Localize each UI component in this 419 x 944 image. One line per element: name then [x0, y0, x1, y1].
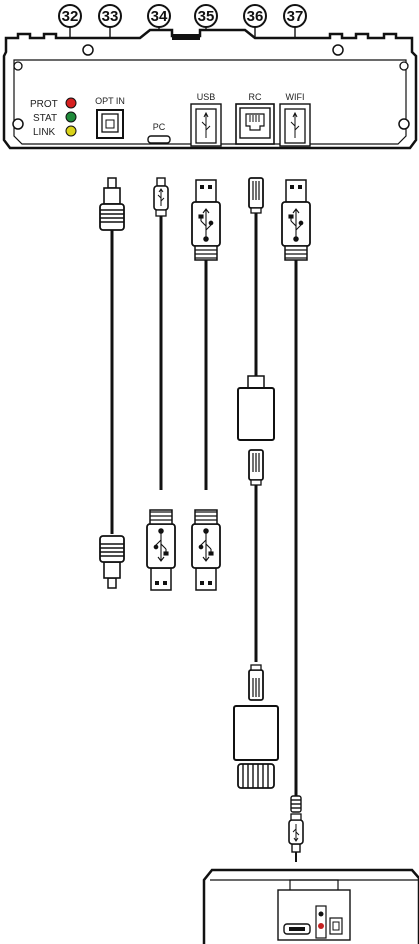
port-label-wifi: WIFI [286, 92, 305, 102]
port-rc: RC [235, 92, 275, 145]
callout-36-number: 36 [247, 8, 264, 25]
port-label-pc: PC [153, 122, 166, 132]
led-prot-icon [65, 97, 77, 109]
wifi-module-led-icon [318, 911, 324, 917]
led-link-icon [65, 125, 77, 137]
rj-coupler [237, 375, 275, 441]
led-label-stat: STAT [33, 113, 57, 124]
wifi-module-led-icon [318, 923, 324, 929]
optical-cable [99, 177, 125, 589]
toslink-plug-icon [99, 177, 125, 231]
port-usb: USB [190, 92, 222, 147]
port-label-usb: USB [197, 92, 216, 102]
rc-cable [233, 177, 279, 789]
port-wifi: WIFI [279, 92, 311, 147]
usb-symbol-icon [281, 179, 311, 261]
micro-usb-plug-icon [153, 177, 169, 217]
callout-32-number: 32 [62, 8, 79, 25]
usb-cable [191, 179, 221, 591]
callout-37-number: 37 [287, 8, 304, 25]
usb-symbol-icon [191, 179, 221, 261]
remote-receiver [233, 705, 279, 789]
wifi-module [202, 868, 419, 944]
port-label-rc: RC [249, 92, 262, 102]
wifi-module-micro-usb-port [283, 923, 311, 935]
usb-symbol-icon [191, 509, 221, 591]
usb-symbol-icon [146, 509, 176, 591]
callout-35-number: 35 [198, 8, 215, 25]
led-stat-icon [65, 111, 77, 123]
callout-34-number: 34 [151, 8, 168, 25]
port-opt-in: OPT IN [95, 96, 125, 139]
device-panel: PROT STAT LINK OPT IN PC USB [2, 28, 418, 150]
screw-icon [12, 44, 410, 130]
status-leds: PROT STAT LINK [30, 97, 77, 138]
wifi-cable [281, 179, 311, 862]
toslink-plug-icon [99, 535, 125, 589]
port-pc: PC [147, 122, 171, 144]
callout-33-number: 33 [102, 8, 119, 25]
rj-plug-icon [248, 664, 264, 701]
rj-plug-icon [248, 177, 264, 214]
micro-usb-plug-icon [288, 813, 304, 853]
callout-36: 36 [243, 4, 267, 94]
port-label-opt-in: OPT IN [95, 96, 125, 106]
micro-usb-cable [146, 177, 176, 591]
rj-plug-icon [248, 449, 264, 486]
led-label-prot: PROT [30, 99, 58, 110]
led-label-link: LINK [33, 127, 56, 138]
